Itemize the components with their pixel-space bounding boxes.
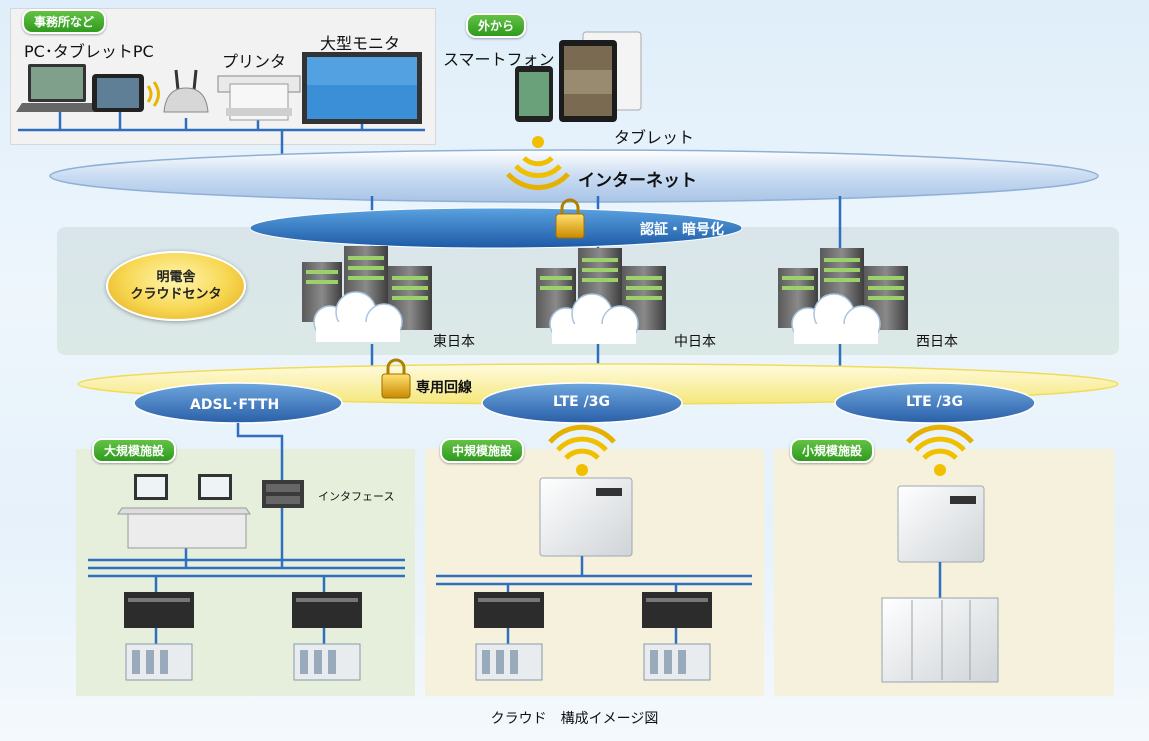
medium-facility-badge: 中規模施設 [440, 438, 525, 463]
large-facility-badge: 大規模施設 [92, 438, 177, 463]
io-module-icon [475, 643, 543, 681]
wireless-icon [548, 424, 616, 476]
lock-icon [555, 198, 585, 239]
plc-icon [642, 592, 712, 628]
smartphone-label: スマートフォン [443, 50, 555, 69]
cloud-center-title-line2: クラウドセンタ [130, 287, 222, 302]
plc-icon [124, 592, 194, 628]
smartphone-icon [515, 66, 553, 122]
printer-icon [217, 75, 301, 121]
laptop-icon [16, 64, 98, 112]
internet-label: インターネット [578, 171, 697, 191]
io-module-icon [643, 643, 711, 681]
server-group-east [302, 246, 432, 342]
wireless-icon [906, 424, 974, 476]
small-facility-badge: 小規模施設 [790, 438, 875, 463]
pc-label: PC･タブレットPC [24, 42, 154, 61]
server-group-central [536, 248, 666, 344]
medium-facility-network [436, 556, 752, 644]
plc-icon [292, 592, 362, 628]
gateway-icon [539, 477, 633, 557]
link-oval-lte-2 [834, 382, 1036, 424]
monitor-icon [302, 52, 422, 124]
tablet-label: タブレット [614, 128, 695, 147]
office-network [18, 110, 425, 158]
tablet-icon [559, 31, 642, 122]
interface-unit-icon [262, 480, 304, 508]
cabinet-icon [881, 597, 999, 683]
link-label-lte-2: LTE /3G [906, 394, 963, 410]
site-label-central: 中日本 [674, 334, 716, 350]
cloud-center-title: 明電舎 クラウドセンタ [106, 251, 246, 321]
tablet-icon [92, 74, 144, 112]
io-module-icon [125, 643, 193, 681]
office-badge: 事務所など [22, 9, 107, 34]
dedicated-line-label: 専用回線 [416, 380, 472, 396]
internet-ring [49, 149, 1099, 203]
plc-icon [474, 592, 544, 628]
link-label-lte-1: LTE /3G [553, 394, 610, 410]
wireless-icon [146, 81, 160, 107]
auth-label: 認証・暗号化 [640, 222, 724, 238]
lock-icon [381, 358, 411, 399]
printer-label: プリンタ [222, 52, 287, 71]
cloud-icon [791, 293, 881, 344]
auth-ring [249, 207, 743, 249]
workstation-icon [117, 474, 251, 549]
diagram-caption: クラウド 構成イメージ図 [490, 711, 659, 727]
server-group-west [778, 248, 908, 344]
io-module-icon [293, 643, 361, 681]
cloud-icon [549, 293, 639, 344]
gateway-icon [897, 485, 985, 563]
link-oval-lte-1 [481, 382, 683, 424]
site-label-west: 西日本 [916, 334, 958, 350]
large-facility-network [88, 423, 405, 644]
link-label-adsl: ADSL･FTTH [190, 397, 280, 413]
outside-badge: 外から [466, 13, 527, 38]
cloud-icon [313, 291, 403, 342]
router-icon [163, 69, 209, 113]
site-label-east: 東日本 [433, 334, 475, 350]
monitor-label: 大型モニタ [320, 34, 401, 53]
wireless-icon [506, 136, 570, 190]
interface-label: インタフェース [318, 490, 395, 503]
cloud-center-title-line1: 明電舎 [156, 270, 196, 285]
